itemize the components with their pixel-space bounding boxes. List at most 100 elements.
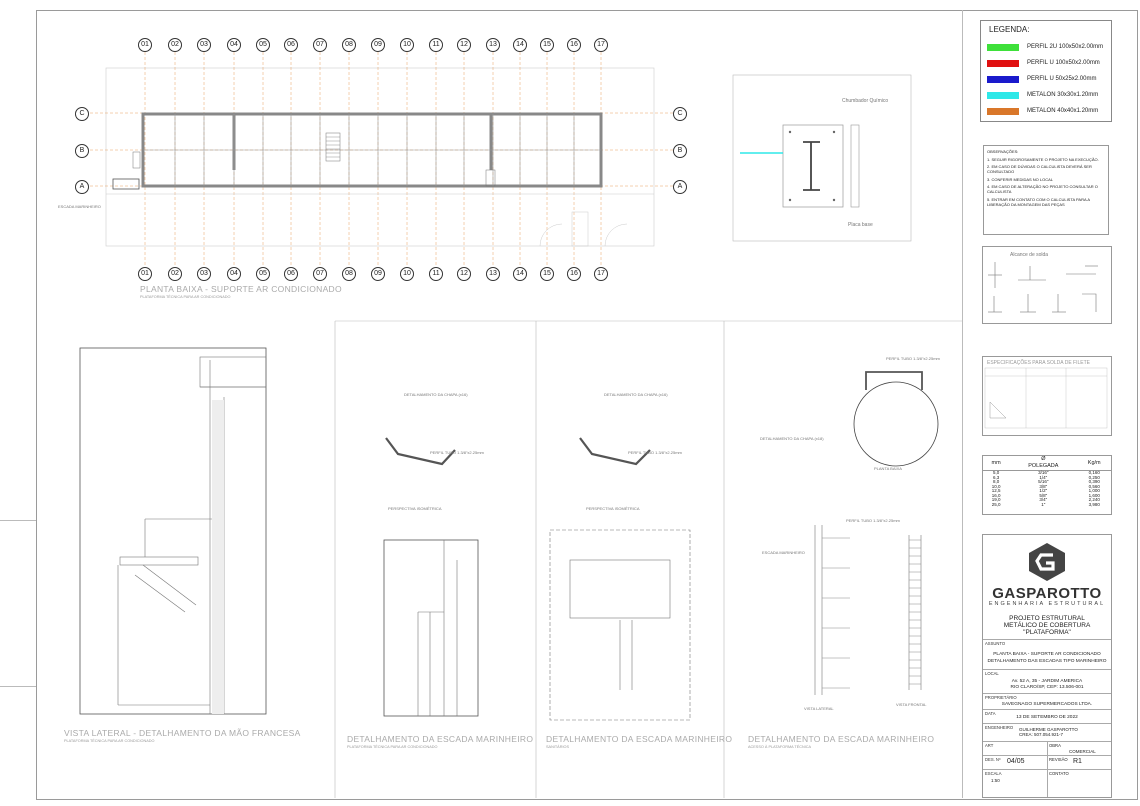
weld-spec-box: ESPECIFICAÇÕES PARA SOLDA DE FILETE — [982, 356, 1112, 436]
grid-col-13: 13 — [486, 267, 500, 281]
project-line3: "PLATAFORMA" — [1023, 629, 1071, 636]
company-logo-icon — [1029, 543, 1065, 581]
legend-label: METALON 30x30x1.20mm — [1027, 92, 1099, 98]
table-cell: 1,000 — [1088, 488, 1100, 493]
notes-box: OBSERVAÇÕES: 1. SEGUIR RIGOROSAMENTE O P… — [983, 145, 1109, 235]
table-cell: 5/16" — [1038, 479, 1049, 484]
local-2: RIO CLARO/SP, CEP: 13.506-001 — [1010, 685, 1084, 690]
legend-swatch — [987, 107, 1019, 115]
table-cell: 8,0 — [992, 479, 1000, 484]
table-cell: 1" — [1041, 501, 1046, 507]
grid-col-16: 16 — [567, 38, 581, 52]
base-plate-label: Placa base — [848, 222, 873, 228]
legend-label: METALON 40x40x1.20mm — [1027, 108, 1099, 114]
project-line2: METÁLICO DE COBERTURA — [1003, 622, 1091, 629]
legend-swatch — [987, 91, 1019, 99]
note-item: 2. EM CASO DE DÚVIDAS O CALCULISTA DEVER… — [987, 164, 1092, 174]
grid-row-c-right: C — [673, 107, 687, 121]
local-row: LOCAL Av. 52 A, 35 - JARDIM AMERICA RIO … — [983, 669, 1111, 694]
table-cell: 19,0 — [991, 497, 1001, 502]
legend-item: PERFIL U 100x50x2.00mm — [987, 56, 1105, 70]
table-cell: 3/8" — [1039, 483, 1048, 489]
grid-col-12: 12 — [457, 38, 471, 52]
legend-swatch — [987, 59, 1019, 67]
project-line1: PROJETO ESTRUTURAL — [1009, 615, 1085, 622]
grid-row-c-left: C — [75, 107, 89, 121]
grid-col-05: 05 — [256, 267, 270, 281]
grid-col-07: 07 — [313, 267, 327, 281]
ladder-callout-2: ESCADA MARINHEIRO — [762, 550, 805, 555]
persp-label-2: PERSPECTIVA ISOMÉTRICA — [586, 506, 640, 511]
contato-label: CONTATO — [1049, 771, 1069, 776]
grid-col-01: 01 — [138, 38, 152, 52]
col-mm: mm — [983, 456, 1010, 471]
legend-item: METALON 30x30x1.20mm — [987, 88, 1105, 102]
engineer-crea: CREA: 507.054.921-7 — [1019, 732, 1064, 737]
ladder1-subtitle: PLATAFORMA TÉCNICA PARA AR CONDICIONADO — [347, 745, 438, 749]
ladder1-title: DETALHAMENTO DA ESCADA MARINHEIRO — [347, 734, 534, 744]
table-cell: 0,250 — [1088, 474, 1100, 480]
local-label: LOCAL — [985, 671, 999, 676]
table-row: 8,0 5/16" 0,390 — [983, 479, 1111, 485]
grid-col-16: 16 — [567, 267, 581, 281]
weld-reach-label: Alcance de solda — [1010, 252, 1049, 258]
table-cell: 1/4" — [1039, 474, 1048, 480]
date-value: 13 DE SETEMBRO DE 2022 — [1016, 715, 1078, 720]
grid-row-a-right: A — [673, 180, 687, 194]
tube-label-3: PERFIL TUBO 1.3/8"x2.25mm — [846, 518, 900, 523]
grid-col-13: 13 — [486, 38, 500, 52]
ladder-callout: ESCADA MARINHEIRO — [58, 204, 101, 209]
assunto-1: PLANTA BAIXA - SUPORTE AR CONDICIONADO — [993, 652, 1101, 657]
table-cell: 12,5 — [991, 488, 1001, 493]
scale-value: 1:50 — [991, 778, 1000, 783]
persp-label-1: PERSPECTIVA ISOMÉTRICA — [388, 506, 442, 511]
legend-item: PERFIL U 50x25x2.00mm — [987, 72, 1105, 86]
col-polegada-label: POLEGADA — [1028, 463, 1059, 469]
note-item: 1. SEGUIR RIGOROSAMENTE O PROJETO NA EXE… — [987, 156, 1099, 162]
des-label: DES. Nº — [985, 757, 1001, 762]
plan-subtitle: PLATAFORMA TÉCNICA PARA AR CONDICIONADO — [140, 295, 231, 299]
revisao-value: R1 — [1073, 758, 1082, 765]
grid-col-01: 01 — [138, 267, 152, 281]
grid-col-06: 06 — [284, 267, 298, 281]
legend-label: PERFIL U 100x50x2.00mm — [1027, 60, 1100, 66]
grid-col-05: 05 — [256, 38, 270, 52]
note-item: 3. CONFERIR MEDIDAS NO LOCAL — [987, 176, 1054, 182]
plan-view-label: PLANTA BAIXA — [874, 466, 902, 471]
scale-label: ESCALA — [985, 771, 1002, 776]
ladder2-subtitle: SANITÁRIOS — [546, 745, 569, 749]
engineer-label: ENGENHEIRO — [985, 725, 1014, 730]
margin-tick — [0, 520, 36, 521]
table-cell: 0,390 — [1088, 479, 1100, 484]
grid-col-08: 08 — [342, 267, 356, 281]
owner-value: SAVEGNAGO SUPERMERCADOS LTDA. — [1001, 702, 1093, 707]
ladder2-title: DETALHAMENTO DA ESCADA MARINHEIRO — [546, 734, 733, 744]
grid-col-03: 03 — [197, 267, 211, 281]
grid-col-09: 09 — [371, 267, 385, 281]
grid-col-04: 04 — [227, 267, 241, 281]
des-value: 04/05 — [1007, 758, 1025, 765]
diameter-symbol: Ø — [1041, 456, 1046, 462]
assunto-label: ASSUNTO — [985, 641, 1006, 646]
col-kgm: Kg/m — [1077, 456, 1111, 471]
plate-detail-1: DETALHAMENTO DA CHAPA (x16) — [404, 392, 468, 397]
legend-item: PERFIL 2U 100x50x2.00mm — [987, 40, 1105, 54]
table-cell: 1,600 — [1088, 492, 1100, 498]
grid-col-02: 02 — [168, 267, 182, 281]
legend-swatch — [987, 43, 1019, 51]
grid-col-15: 15 — [540, 267, 554, 281]
project-title: PROJETO ESTRUTURAL METÁLICO DE COBERTURA… — [983, 615, 1111, 636]
note-item: 5. ENTRAR EM CONTATO COM O CALCULISTA PA… — [987, 196, 1090, 207]
lateral-subtitle: PLATAFORMA TÉCNICA PARA AR CONDICIONADO — [64, 739, 155, 743]
tube-label-4: PERFIL TUBO 1.3/8"x2.25mm — [886, 356, 940, 361]
table-cell: 3/4" — [1039, 497, 1048, 502]
plate-detail-3: DETALHAMENTO DA CHAPA (x18) — [760, 436, 824, 441]
lateral-title: VISTA LATERAL - DETALHAMENTO DA MÃO FRAN… — [64, 728, 301, 738]
